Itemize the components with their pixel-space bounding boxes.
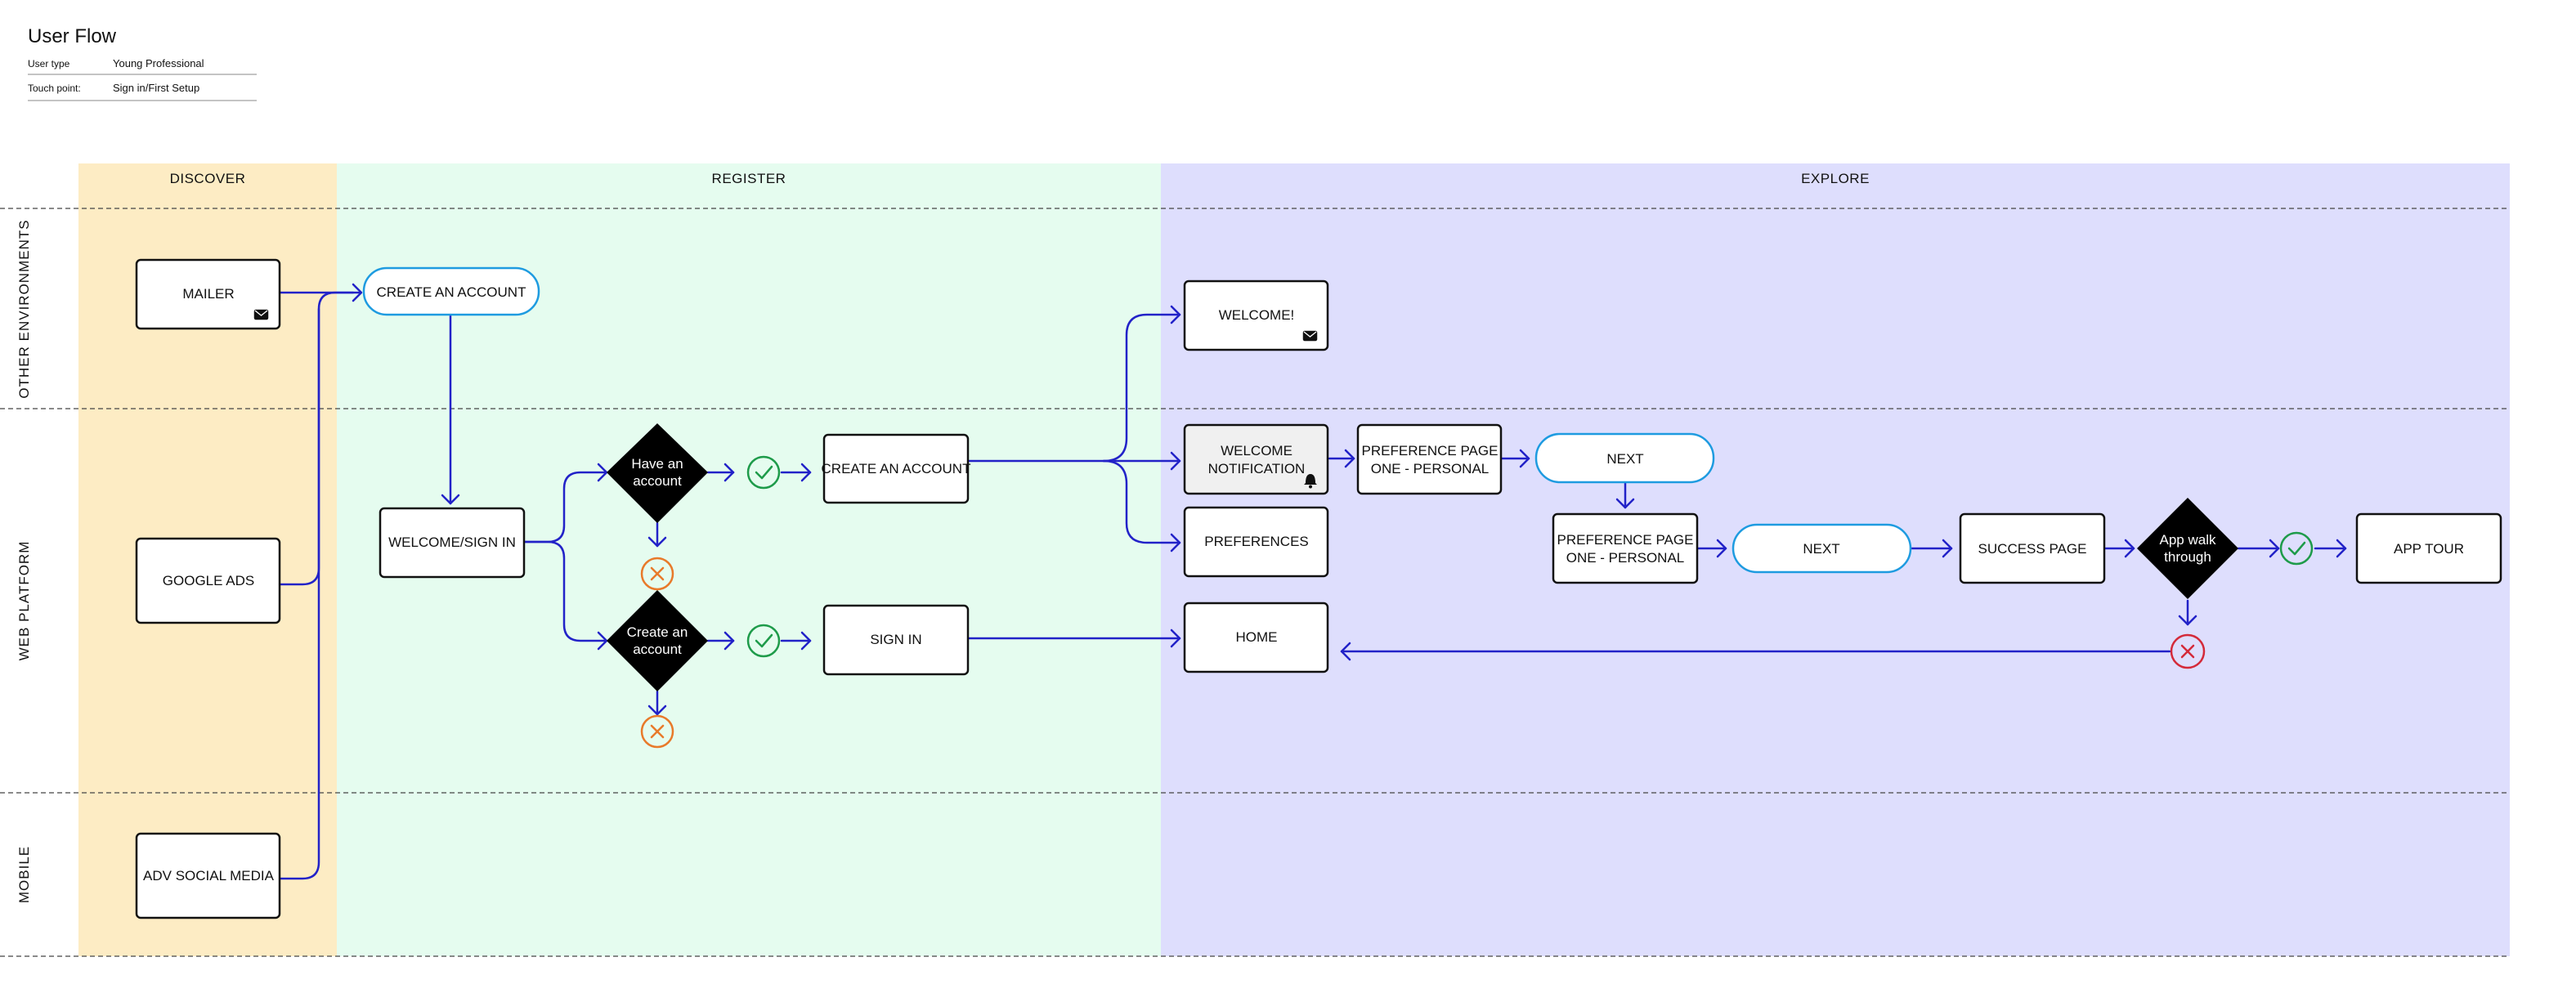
mailer-node[interactable]: MAILER bbox=[135, 258, 281, 330]
arrowhead bbox=[647, 705, 667, 716]
google-ads-label: GOOGLE ADS bbox=[163, 573, 254, 588]
lane-header-discover: DISCOVER bbox=[170, 171, 246, 186]
arrowhead bbox=[1344, 449, 1355, 468]
check-circle-icon bbox=[746, 624, 781, 658]
meta-user-type-label: User type bbox=[28, 58, 70, 69]
connector-to-preferences bbox=[1102, 459, 1181, 544]
create-account-decision[interactable]: Create an account bbox=[607, 590, 708, 691]
meta-touch-point-value: Sign in/First Setup bbox=[113, 82, 199, 94]
envelope-icon bbox=[1302, 330, 1318, 342]
lane-header-explore: EXPLORE bbox=[1801, 171, 1870, 186]
arrowhead bbox=[1615, 498, 1635, 509]
welcome-node[interactable]: WELCOME! bbox=[1183, 280, 1329, 351]
google-ads-node[interactable]: GOOGLE ADS bbox=[135, 537, 281, 624]
create-account-box[interactable]: CREATE AN ACCOUNT bbox=[822, 433, 971, 504]
sign-in-node[interactable]: SIGN IN bbox=[822, 604, 970, 676]
arrowhead bbox=[352, 283, 363, 302]
row-header-mobile: MOBILE bbox=[16, 846, 32, 903]
create-account-pill[interactable]: CREATE AN ACCOUNT bbox=[362, 266, 540, 316]
arrowhead bbox=[1170, 533, 1181, 552]
x-circle-icon bbox=[640, 714, 674, 749]
envelope-icon bbox=[253, 309, 269, 320]
arrowhead bbox=[724, 631, 735, 651]
connector-to-create-decision bbox=[522, 540, 608, 642]
adv-social-media-node[interactable]: ADV SOCIAL MEDIA bbox=[135, 832, 281, 919]
app-tour-label: APP TOUR bbox=[2394, 541, 2464, 557]
welcome-label: WELCOME! bbox=[1219, 307, 1295, 323]
have-account-decision[interactable]: Have an account bbox=[607, 423, 708, 523]
arrowhead bbox=[2269, 539, 2280, 558]
next-1-label: NEXT bbox=[1606, 451, 1643, 467]
preference-page-one-node[interactable]: PREFERENCE PAGE ONE - PERSONAL bbox=[1356, 423, 1503, 495]
welcome-sign-in-label: WELCOME/SIGN IN bbox=[388, 535, 516, 550]
next-pill-2[interactable]: NEXT bbox=[1732, 523, 1912, 574]
arrowhead bbox=[800, 631, 812, 651]
lane-header-register: REGISTER bbox=[712, 171, 786, 186]
preference-page-one-line-1: PREFERENCE PAGE bbox=[1362, 443, 1499, 459]
mailer-label: MAILER bbox=[182, 286, 234, 302]
welcome-sign-in-node[interactable]: WELCOME/SIGN IN bbox=[379, 507, 526, 579]
app-walk-through-decision[interactable]: App walk through bbox=[2137, 498, 2238, 599]
arrowhead bbox=[724, 463, 735, 482]
have-account-line-1: Have an bbox=[631, 456, 683, 472]
bell-icon bbox=[1304, 474, 1317, 489]
app-walk-line-1: App walk bbox=[2160, 532, 2216, 548]
preferences-node[interactable]: PREFERENCES bbox=[1183, 506, 1329, 578]
connectors bbox=[278, 291, 2347, 880]
arrowhead bbox=[1170, 628, 1181, 648]
app-walk-line-2: through bbox=[2164, 549, 2211, 565]
success-page-node[interactable]: SUCCESS PAGE bbox=[1959, 512, 2106, 584]
sign-in-label: SIGN IN bbox=[870, 632, 921, 647]
page-title: User Flow bbox=[28, 25, 117, 47]
meta-user-type-value: Young Professional bbox=[113, 57, 204, 69]
arrowheads bbox=[352, 283, 2347, 716]
preference-page-one-line-2: ONE - PERSONAL bbox=[1371, 461, 1490, 476]
arrowhead bbox=[1942, 539, 1953, 558]
connector-to-welcome-email bbox=[1102, 313, 1181, 463]
create-account-pill-label: CREATE AN ACCOUNT bbox=[377, 284, 526, 300]
connector-social-create bbox=[278, 307, 320, 880]
arrowhead bbox=[1170, 305, 1181, 324]
have-account-line-2: account bbox=[633, 473, 682, 489]
success-page-label: SUCCESS PAGE bbox=[1978, 541, 2087, 557]
welcome-notification-node[interactable]: WELCOME NOTIFICATION bbox=[1183, 423, 1329, 495]
preference-page-two-line-2: ONE - PERSONAL bbox=[1566, 550, 1685, 566]
home-node[interactable]: HOME bbox=[1183, 602, 1329, 673]
arrowhead bbox=[1716, 539, 1727, 558]
arrowhead bbox=[1170, 451, 1181, 471]
create-account-decision-line-1: Create an bbox=[627, 624, 688, 640]
app-tour-node[interactable]: APP TOUR bbox=[2355, 512, 2502, 584]
preferences-label: PREFERENCES bbox=[1204, 534, 1309, 549]
arrowhead bbox=[2336, 539, 2347, 558]
check-circle-icon bbox=[746, 455, 781, 490]
connector-to-have-account bbox=[522, 471, 608, 543]
home-label: HOME bbox=[1236, 629, 1278, 645]
x-circle-icon bbox=[640, 557, 674, 591]
check-circle-icon bbox=[2279, 531, 2314, 566]
row-header-other-environments: OTHER ENVIRONMENTS bbox=[16, 219, 32, 398]
arrowhead bbox=[1519, 449, 1530, 468]
arrowhead bbox=[647, 536, 667, 548]
arrowhead bbox=[2124, 539, 2135, 558]
welcome-notification-line-2: NOTIFICATION bbox=[1208, 461, 1306, 476]
create-account-box-label: CREATE AN ACCOUNT bbox=[822, 461, 971, 476]
arrowhead bbox=[441, 494, 460, 505]
arrowhead bbox=[2178, 615, 2197, 626]
create-account-decision-line-2: account bbox=[633, 642, 682, 657]
preference-page-two-line-1: PREFERENCE PAGE bbox=[1557, 532, 1694, 548]
x-circle-icon bbox=[2170, 633, 2206, 669]
arrowhead bbox=[1340, 642, 1351, 661]
next-2-label: NEXT bbox=[1803, 541, 1839, 557]
arrowhead bbox=[800, 463, 812, 482]
preference-page-two-node[interactable]: PREFERENCE PAGE ONE - PERSONAL bbox=[1552, 512, 1699, 584]
row-header-web-platform: WEB PLATFORM bbox=[16, 541, 32, 661]
meta-touch-point-label: Touch point: bbox=[28, 83, 81, 94]
next-pill-1[interactable]: NEXT bbox=[1534, 432, 1715, 484]
adv-social-media-label: ADV SOCIAL MEDIA bbox=[143, 868, 275, 883]
welcome-notification-line-1: WELCOME bbox=[1221, 443, 1292, 459]
